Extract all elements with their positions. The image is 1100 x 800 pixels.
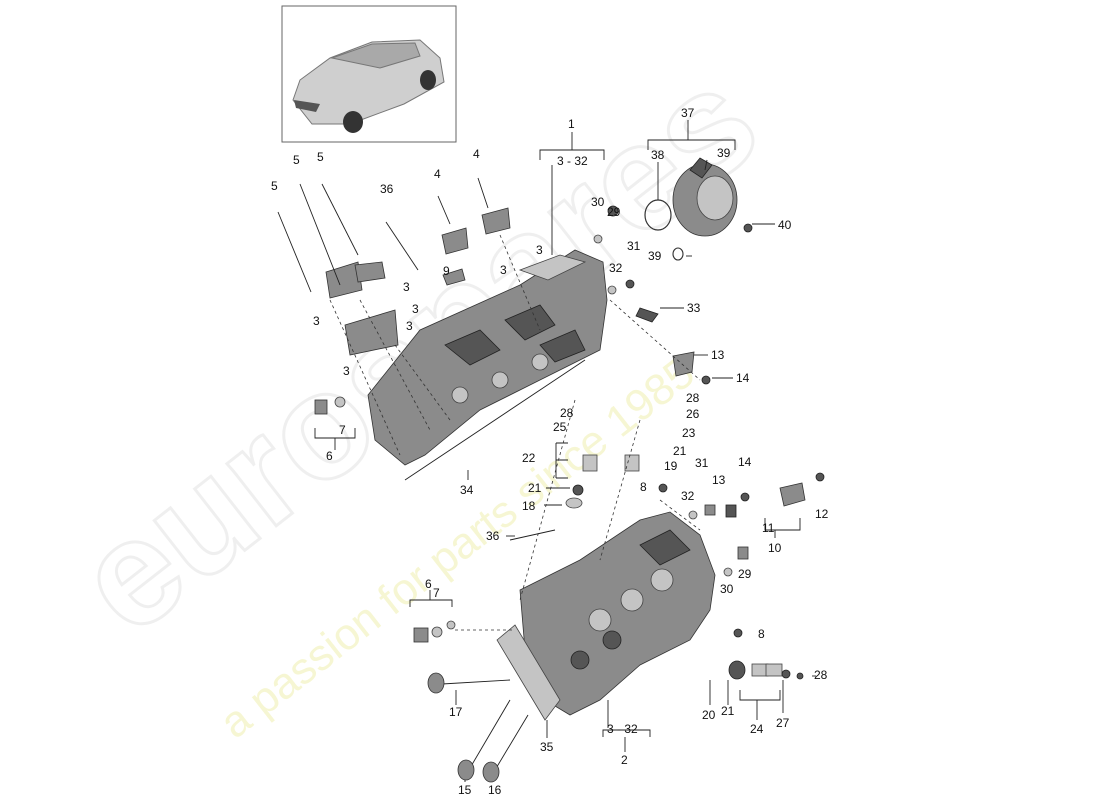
callout-3g[interactable]: 3: [343, 364, 350, 378]
callout-4a[interactable]: 4: [473, 147, 480, 161]
callout-22[interactable]: 22: [522, 451, 536, 465]
callout-14a[interactable]: 14: [736, 371, 750, 385]
callout-21a[interactable]: 21: [673, 444, 687, 458]
callout-35[interactable]: 35: [540, 740, 554, 754]
callout-3c[interactable]: 3: [403, 280, 410, 294]
small-parts[interactable]: [314, 205, 825, 680]
callout-36b[interactable]: 36: [486, 529, 500, 543]
car-icon: [292, 39, 445, 133]
callout-33[interactable]: 33: [687, 301, 701, 315]
callout-37[interactable]: 37: [681, 106, 695, 120]
callout-27[interactable]: 27: [776, 716, 790, 730]
callout-10[interactable]: 10: [768, 541, 782, 555]
vehicle-thumbnail[interactable]: [281, 5, 457, 143]
callout-8b[interactable]: 8: [758, 627, 765, 641]
callout-34[interactable]: 34: [460, 483, 474, 497]
callout-28b[interactable]: 28: [560, 406, 574, 420]
callout-11[interactable]: 11: [762, 521, 775, 535]
cylinder-head-bolts[interactable]: [277, 177, 556, 541]
callout-2[interactable]: 2: [621, 753, 628, 767]
callout-14b[interactable]: 14: [738, 455, 752, 469]
callout-3a[interactable]: 3: [536, 243, 543, 257]
callout-38[interactable]: 38: [651, 148, 665, 162]
callout-6b[interactable]: 6: [425, 577, 432, 591]
callout-25[interactable]: 25: [553, 420, 567, 434]
callout-30a[interactable]: 30: [591, 195, 605, 209]
callout-30b[interactable]: 30: [720, 582, 734, 596]
callout-4b[interactable]: 4: [434, 167, 441, 181]
callout-17[interactable]: 17: [449, 705, 463, 719]
upper-cylinder-head[interactable]: [367, 249, 608, 466]
camshaft-bearing-caps[interactable]: [325, 207, 511, 356]
callout-5c[interactable]: 5: [271, 179, 278, 193]
callout-20[interactable]: 20: [702, 708, 716, 722]
callout-3-32-bottom[interactable]: 3 - 32: [607, 722, 638, 736]
callout-13a[interactable]: 13: [711, 348, 725, 362]
valves[interactable]: [427, 672, 529, 783]
callout-3b[interactable]: 3: [500, 263, 507, 277]
callout-39b[interactable]: 39: [648, 249, 662, 263]
callout-5b[interactable]: 5: [317, 150, 324, 164]
callout-8a[interactable]: 8: [640, 480, 647, 494]
leader-lines: [314, 120, 816, 782]
callout-23[interactable]: 23: [682, 426, 696, 440]
callout-24[interactable]: 24: [750, 722, 764, 736]
callout-32a[interactable]: 32: [609, 261, 623, 275]
callout-labels: 1 3 - 32 37 38 39 5 5 5 4 4 36 30 29 3 3…: [271, 106, 829, 797]
callout-7a[interactable]: 7: [339, 423, 346, 437]
callout-6a[interactable]: 6: [326, 449, 333, 463]
callout-12[interactable]: 12: [815, 507, 829, 521]
callout-39-top[interactable]: 39: [717, 146, 731, 160]
callout-1[interactable]: 1: [568, 117, 575, 131]
dashed-assembly-lines: [329, 234, 701, 631]
callout-21b[interactable]: 21: [528, 481, 542, 495]
callout-19[interactable]: 19: [664, 459, 678, 473]
callout-28a[interactable]: 28: [686, 391, 700, 405]
callout-5a[interactable]: 5: [293, 153, 300, 167]
callout-36a[interactable]: 36: [380, 182, 394, 196]
callout-15[interactable]: 15: [458, 783, 472, 797]
callout-3e[interactable]: 3: [313, 314, 320, 328]
callout-26[interactable]: 26: [686, 407, 700, 421]
callout-3-32-top[interactable]: 3 - 32: [557, 154, 588, 168]
callout-7b[interactable]: 7: [433, 586, 440, 600]
callout-16[interactable]: 16: [488, 783, 502, 797]
callout-9[interactable]: 9: [443, 264, 450, 278]
callout-29b[interactable]: 29: [738, 567, 752, 581]
gasket-strip: [404, 359, 586, 481]
callout-3f[interactable]: 3: [406, 319, 413, 333]
callout-29a[interactable]: 29: [607, 205, 621, 219]
callout-3d[interactable]: 3: [412, 302, 419, 316]
callout-31b[interactable]: 31: [695, 456, 709, 470]
o-ring-39: [672, 247, 684, 261]
callout-32b[interactable]: 32: [681, 489, 695, 503]
callout-40[interactable]: 40: [778, 218, 792, 232]
callout-18[interactable]: 18: [522, 499, 536, 513]
callout-28c[interactable]: 28: [814, 668, 828, 682]
callout-31a[interactable]: 31: [627, 239, 641, 253]
callout-21c[interactable]: 21: [721, 704, 735, 718]
callout-13b[interactable]: 13: [712, 473, 726, 487]
lower-cylinder-head[interactable]: [496, 511, 716, 721]
